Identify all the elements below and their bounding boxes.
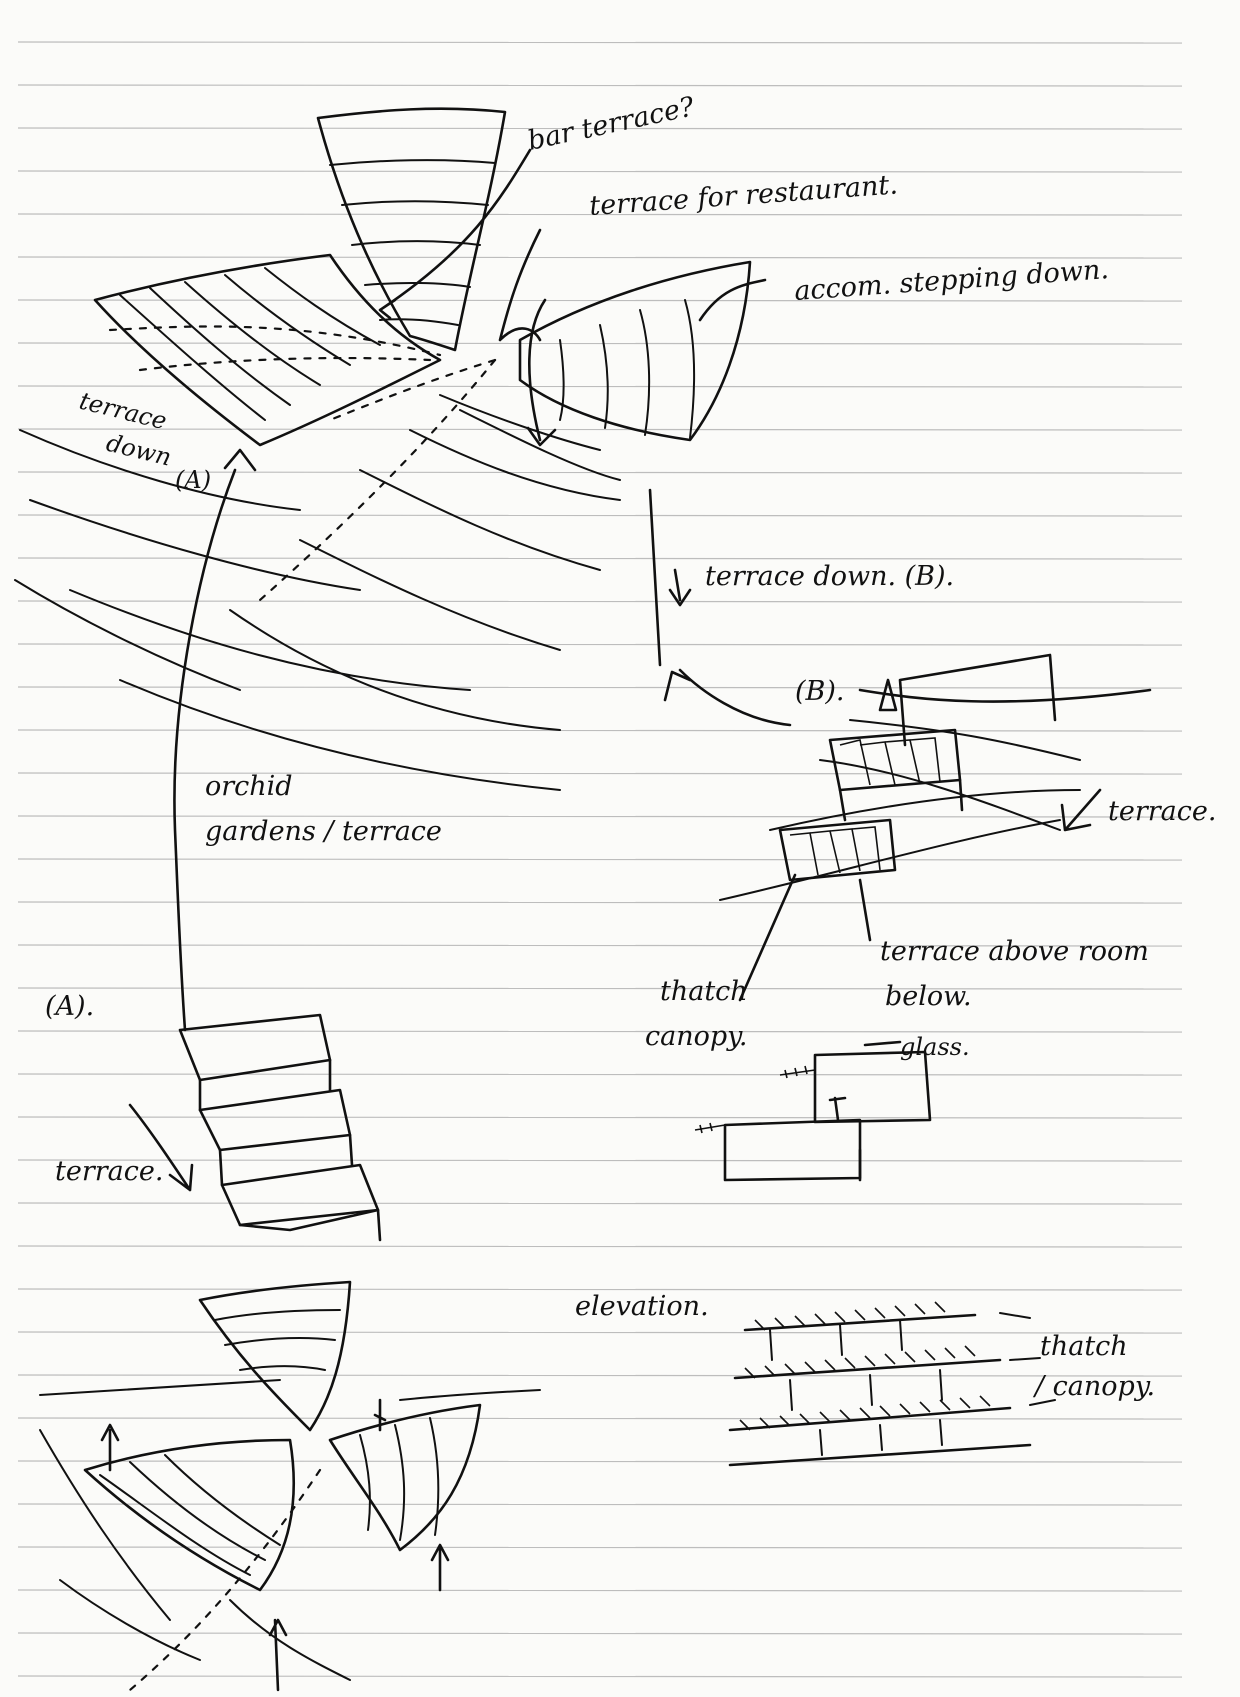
ruled-line (17, 1245, 1183, 1248)
ruled-line (17, 428, 1183, 431)
ruled-line (17, 1632, 1183, 1635)
terrace-b-detail (719, 653, 1152, 1002)
ruled-line (17, 987, 1183, 990)
ruled-line (17, 1675, 1183, 1678)
bar-wing (316, 107, 507, 352)
ruled-line (17, 385, 1183, 388)
ruled-line (17, 1546, 1183, 1549)
ruled-line (17, 901, 1183, 904)
note-elevation: elevation. (575, 1291, 709, 1322)
note-bar-terrace: bar terrace? (525, 91, 697, 157)
ruled-line (17, 127, 1183, 130)
ruled-line (17, 514, 1183, 517)
ruled-line (17, 1589, 1183, 1592)
left-wing (93, 253, 442, 447)
note-terrace-left: terrace. (55, 1156, 163, 1187)
ruled-line (17, 729, 1183, 732)
ruled-line (17, 686, 1183, 689)
ruled-line (17, 256, 1183, 259)
ruled-line (17, 772, 1183, 775)
note-terrace-above-2: below. (885, 981, 972, 1012)
terrace-a-detail (128, 1013, 382, 1242)
note-terrace-above-1: terrace above room (880, 936, 1149, 967)
ruled-line (17, 1288, 1183, 1291)
ruled-line (17, 84, 1183, 87)
accom-wing (518, 260, 752, 442)
main-plan-sketch (14, 107, 792, 1032)
ruled-line (17, 600, 1183, 603)
ruled-line (17, 1030, 1183, 1033)
left-wing-steps (119, 267, 381, 421)
note-thatch-canopy-1: thatch (660, 976, 748, 1007)
note-terrace-down-a-3: (A) (175, 466, 211, 494)
path-to-a (173, 468, 237, 1032)
ruled-line (17, 643, 1183, 646)
ruled-line (17, 1460, 1183, 1463)
note-terrace-down-a-2: down (104, 429, 175, 472)
ruled-line (17, 1417, 1183, 1420)
ruled-line (17, 1116, 1183, 1119)
note-orchid-1: orchid (205, 771, 293, 802)
note-label-b: (B). (795, 676, 845, 707)
note-terrace-down-b: terrace down. (B). (705, 561, 954, 592)
note-terrace-right: terrace. (1108, 796, 1216, 827)
note-thatch-canopy-2: canopy. (645, 1021, 747, 1052)
ruled-line (17, 858, 1183, 861)
annotations: bar terrace? terrace for restaurant. acc… (45, 91, 1216, 1402)
ruled-line (17, 1073, 1183, 1076)
note-accom: accom. stepping down. (793, 254, 1110, 307)
small-plan-sketch (39, 1280, 541, 1692)
elevation-sketch (728, 1301, 1056, 1467)
ruled-line (17, 170, 1183, 173)
accom-wing-steps (559, 299, 696, 439)
glass-section (694, 1040, 932, 1182)
note-label-a: (A). (45, 991, 94, 1022)
ruled-line (17, 815, 1183, 818)
ruled-line (17, 299, 1183, 302)
ruled-line (17, 213, 1183, 216)
bar-wing-steps (329, 159, 496, 326)
ruled-line (17, 1159, 1183, 1162)
note-glass: glass. (900, 1033, 970, 1061)
ruled-line (17, 1374, 1183, 1377)
ruled-line (17, 41, 1183, 44)
ruled-line (17, 1331, 1183, 1334)
ruled-line (17, 1202, 1183, 1205)
note-thatch-2-2: / canopy. (1032, 1371, 1155, 1402)
central-axis (258, 358, 497, 602)
path-to-b (648, 488, 662, 667)
ruled-line (17, 944, 1183, 947)
ruled-line (17, 471, 1183, 474)
note-orchid-2: gardens / terrace (205, 816, 442, 847)
note-terrace-down-a-1: terrace (77, 387, 170, 436)
note-thatch-2-1: thatch (1040, 1331, 1128, 1362)
ruled-line (17, 1503, 1183, 1506)
note-terrace-restaurant: terrace for restaurant. (588, 169, 898, 221)
